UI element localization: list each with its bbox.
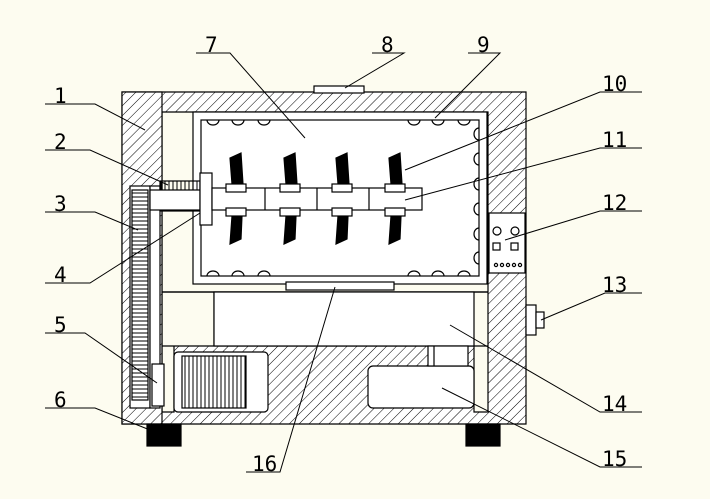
gear-rack — [131, 189, 149, 401]
blade — [388, 152, 403, 185]
blade — [335, 215, 349, 245]
callout-label-2: 2 — [54, 130, 67, 154]
callout-label-3: 3 — [54, 192, 67, 216]
callout-label-7: 7 — [205, 33, 218, 57]
foot-left — [146, 423, 182, 447]
callout-label-14: 14 — [602, 392, 627, 416]
foot-right — [465, 423, 501, 447]
blade — [388, 215, 402, 245]
callout-label-15: 15 — [602, 447, 627, 471]
drive-shaft-outer — [149, 189, 201, 211]
side-port — [525, 304, 537, 336]
motor-gear — [151, 363, 165, 407]
callout-label-5: 5 — [54, 313, 67, 337]
callout-label-10: 10 — [602, 72, 627, 96]
bubbles-right — [473, 127, 480, 265]
callout-label-9: 9 — [477, 33, 490, 57]
pump-outlet — [427, 345, 469, 367]
blade — [283, 152, 298, 185]
callout-label-1: 1 — [54, 84, 67, 108]
discharge-plate — [285, 281, 395, 291]
motor-winding — [181, 355, 247, 409]
callout-label-16: 16 — [252, 452, 277, 476]
blade — [229, 215, 243, 245]
callout-label-8: 8 — [381, 33, 394, 57]
bubbles-bottom — [206, 270, 471, 277]
blade — [335, 152, 350, 185]
callout-label-4: 4 — [54, 263, 67, 287]
blade-hubs — [225, 183, 406, 217]
bubbles-top — [206, 119, 471, 126]
top-cap — [313, 85, 365, 94]
rack-guide — [149, 185, 161, 409]
pump-body — [367, 365, 475, 409]
callout-label-12: 12 — [602, 191, 627, 215]
collection-chamber — [213, 291, 475, 347]
callout-label-11: 11 — [602, 128, 627, 152]
leader-lines — [45, 52, 642, 473]
blade — [283, 215, 297, 245]
blade — [229, 152, 244, 185]
coupling-flange — [199, 172, 213, 226]
callout-label-13: 13 — [602, 273, 627, 297]
callout-label-6: 6 — [54, 388, 67, 412]
